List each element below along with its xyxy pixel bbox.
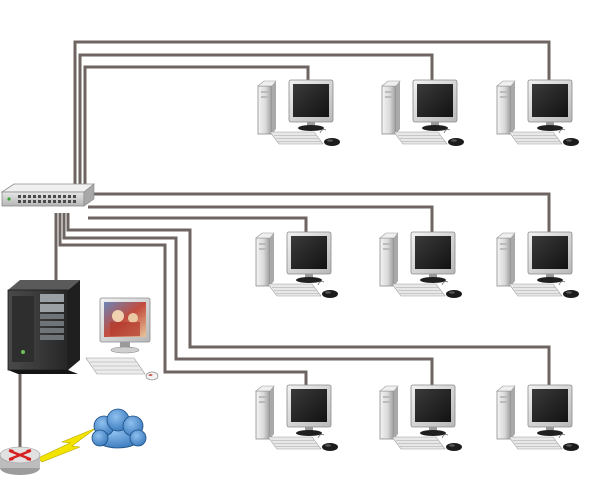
cloud-icon: [91, 408, 147, 449]
desktop-computer-icon: [257, 79, 341, 147]
cable-to-ws-6: [88, 192, 551, 232]
network-cables: [18, 40, 551, 452]
cable-to-ws-9: [66, 213, 551, 385]
workstations: [255, 79, 580, 452]
cable-to-ws-8: [62, 213, 434, 385]
router-icon: [0, 446, 41, 475]
cable-to-ws-4: [88, 216, 308, 232]
desktop-computer-icon: [381, 79, 465, 147]
desktop-computer-icon: [496, 231, 580, 299]
desktop-computer-icon: [496, 384, 580, 452]
server-tower-icon: [7, 280, 80, 374]
wireless-link-lightning: [37, 427, 97, 463]
cable-to-ws-5: [88, 205, 434, 232]
desktop-computer-icon: [255, 231, 339, 299]
desktop-computer-icon: [496, 79, 580, 147]
cable-to-ws-7: [58, 213, 308, 385]
cable-to-ws-2: [78, 53, 434, 188]
desktop-computer-icon: [255, 384, 339, 452]
switch-icon: [0, 183, 96, 207]
cable-to-ws-3: [73, 40, 551, 188]
desktop-computer-icon: [379, 231, 463, 299]
monitor-with-photo-icon: [85, 297, 159, 381]
desktop-computer-icon: [379, 384, 463, 452]
cable-to-ws-1: [83, 65, 310, 188]
